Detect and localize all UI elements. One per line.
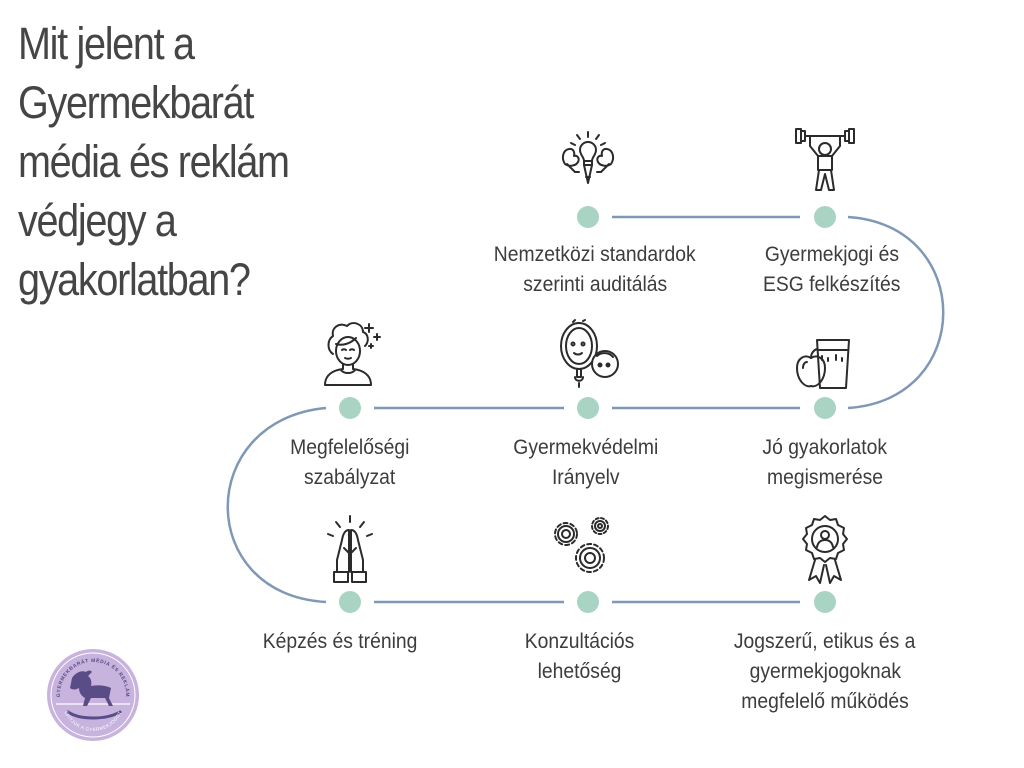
brand-logo: GYERMEKBARÁT MÉDIA ÉS REKLÁM ÉPÍTJÜK A G…	[47, 649, 139, 741]
node-dots	[339, 206, 836, 613]
step-label-training: Képzés és tréning	[262, 630, 418, 653]
gears-icon	[554, 517, 609, 573]
mirror-face-icon	[560, 319, 619, 388]
apple-juice-icon	[796, 339, 850, 389]
weightlifter-icon	[795, 128, 855, 191]
node-dot	[814, 591, 836, 613]
connector-lines	[226, 215, 945, 604]
node-dot	[814, 397, 836, 419]
lightbulb-brain-icon	[561, 131, 615, 184]
node-dot	[577, 206, 599, 228]
node-dot	[339, 591, 361, 613]
award-rosette-icon	[802, 515, 848, 584]
node-dot	[577, 397, 599, 419]
praying-hands-icon	[327, 515, 373, 583]
node-dot	[814, 206, 836, 228]
node-dot	[339, 397, 361, 419]
rocking-horse-icon	[66, 670, 122, 720]
page-title: Mit jelent a Gyermekbarát média és reklá…	[18, 18, 290, 305]
node-dot	[577, 591, 599, 613]
person-sparkle-icon	[324, 322, 381, 386]
